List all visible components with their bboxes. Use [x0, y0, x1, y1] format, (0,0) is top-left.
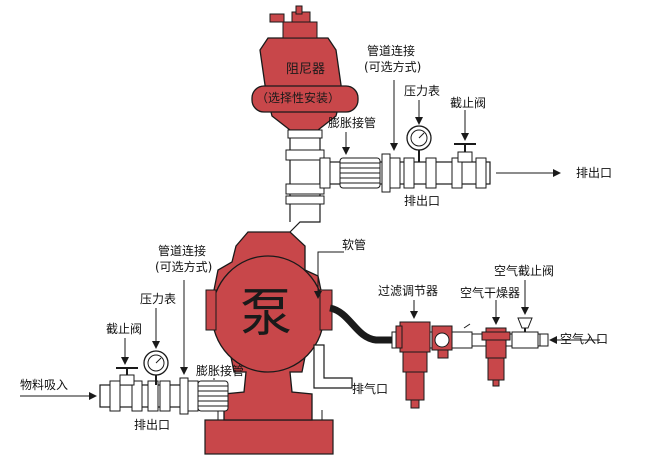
- expansion-left-label: 膨胀接管: [196, 364, 245, 378]
- top-stop-valve-icon: [454, 143, 476, 163]
- air-inlet-label: 空气入口: [560, 332, 609, 346]
- damper-note: （选择性安装）: [256, 91, 341, 105]
- pipe-connect-left-label: 管道连接: [158, 244, 207, 258]
- air-hose: [328, 304, 394, 344]
- stop-valve-left-label: 截止阀: [106, 322, 143, 336]
- optional-left-label: (可选方式): [155, 260, 213, 274]
- hose-label: 软管: [342, 238, 367, 252]
- exhaust-label: 排气口: [352, 382, 389, 396]
- left-expansion-joint: [197, 380, 229, 412]
- damper: [251, 5, 359, 139]
- outlet-top-label: 排出口: [404, 194, 441, 208]
- air-stop-valve-icon: [511, 317, 549, 349]
- material-inlet-label: 物料吸入: [20, 378, 69, 392]
- riser-pipe: [285, 135, 325, 205]
- pipe-connect-top-label: 管道连接: [367, 44, 416, 58]
- top-expansion-joint: [339, 157, 381, 189]
- damper-label: 阻尼器: [286, 62, 326, 77]
- pressure-gauge-left-label: 压力表: [140, 292, 177, 306]
- stop-valve-top-label: 截止阀: [450, 96, 487, 110]
- outlet-top-right-label: 排出口: [576, 166, 613, 180]
- outlet-bottom-label: 排出口: [134, 418, 171, 432]
- top-pressure-gauge-icon: [406, 125, 432, 162]
- air-dryer-label: 空气干燥器: [460, 286, 521, 300]
- left-pressure-gauge-icon: [143, 350, 169, 385]
- exhaust-pipe: [313, 344, 353, 389]
- inlet-pipe: [99, 350, 229, 415]
- filter-regulator-label: 过滤调节器: [378, 284, 439, 298]
- expansion-top-label: 膨胀接管: [328, 116, 377, 130]
- air-stop-valve-label: 空气截止阀: [494, 264, 555, 278]
- filter-regulator: [391, 321, 473, 409]
- pressure-gauge-top-label: 压力表: [404, 84, 441, 98]
- pump-base: [204, 419, 334, 455]
- top-outlet-pipe: [319, 125, 491, 193]
- left-stop-valve-icon: [116, 367, 138, 386]
- pump-label: 泵: [240, 284, 293, 344]
- optional-top-label: (可选方式): [364, 60, 422, 74]
